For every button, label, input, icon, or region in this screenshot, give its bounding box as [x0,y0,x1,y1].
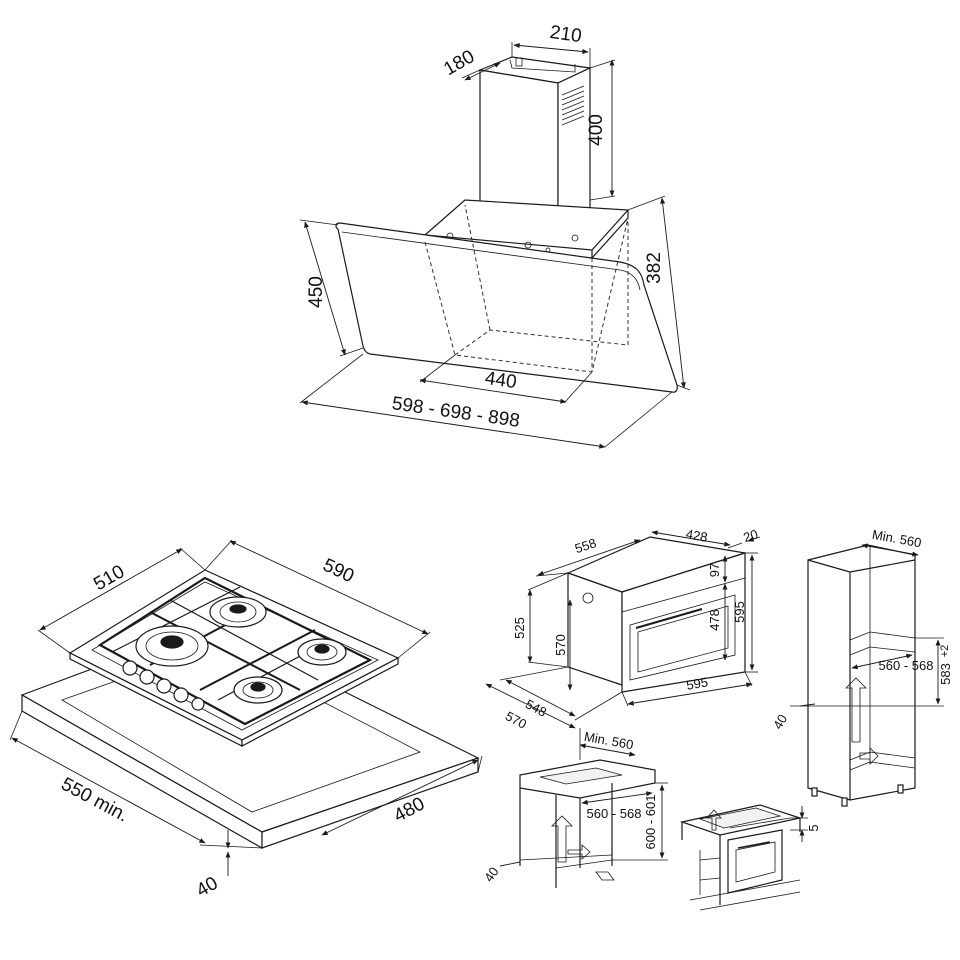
dim-97-panel-height: 97 [707,555,728,583]
burner-semi-rapid-right [297,638,347,666]
dim-560-568-niche-width: 560 - 568 [851,653,934,673]
dim-label: 595 [732,601,747,623]
dim-label: 510 [90,561,128,595]
burner-rapid [135,625,209,667]
dim-label: 560 - 568 [587,806,642,821]
hood-glass-panel [335,222,678,393]
dim-label: 525 [512,617,527,639]
burner-auxiliary [233,676,283,704]
dim-label: 440 [484,368,518,393]
dim-label: 478 [707,609,722,631]
dim-label: 550 min. [57,774,131,827]
burner-semi-rapid-back [209,596,267,628]
dim-label: 595 [685,674,709,693]
dim-600-601-niche-height: 600 - 601 [612,782,668,861]
dim-label: 558 [573,535,598,556]
dim-tolerance: +2 [939,645,951,658]
dim-440-inner-width: 440 [419,354,593,404]
dim-40-cabinet-gap: 40 [770,703,915,732]
cooker-hood-diagram: 180 210 400 382 450 [299,22,691,449]
dim-label: 570 [503,708,529,731]
dim-label: 20 [741,526,759,545]
dim-label: 600 - 601 [643,795,658,850]
dim-560-568-under-niche: 560 - 568 [581,791,653,821]
dim-382-body-height: 382 [627,195,691,391]
dim-428-oven-depth: 428 [651,526,731,547]
dim-label: 97 [707,563,722,577]
dim-525-side-height: 525 [512,572,569,668]
dim-label: Min. 560 [583,729,635,752]
dim-210-chimney-width: 210 [511,22,591,68]
hob-over-oven-diagram: 5 [679,804,821,911]
dim-label: 180 [440,46,478,80]
hood-chimney [477,56,593,225]
dim-478-door-height: 478 [707,583,728,661]
dim-400-chimney-height: 400 [586,59,616,201]
dim-595-oven-width: 595 [621,671,753,707]
dim-label: 450 [306,276,327,308]
dim-558-oven-depth: 558 [535,535,641,577]
under-counter-diagram: Min. 560 560 - 568 600 - 601 40 [481,728,668,888]
dim-40-under-gap: 40 [481,861,521,885]
dim-label: 400 [586,114,607,146]
tall-cabinet-diagram: Min. 560 560 - 568 583 +2 40 [770,527,953,807]
dim-595-oven-height: 595 [732,552,758,673]
dim-label: 210 [549,22,583,47]
dim-40-worktop-front: 40 [193,830,231,902]
dim-450-panel-height: 450 [299,219,364,357]
dim-label: 590 [320,555,358,587]
dim-label: 598 - 698 - 898 [390,393,521,432]
dim-label: 5 [806,824,821,831]
hob-control-knobs [122,660,205,711]
dim-label: 560 - 568 [879,658,934,673]
dim-label: 40 [481,864,502,884]
hood-hidden-outline [424,204,629,373]
dim-570-body-height: 570 [553,599,573,691]
dim-label: 583 [938,663,953,685]
dim-label: 40 [193,873,222,902]
dim-label: 428 [685,526,709,545]
dim-583-niche-height: 583 +2 [915,637,953,707]
dim-label: 382 [644,252,665,284]
chimney-vent-grille [561,85,585,126]
dim-label: 40 [770,712,790,732]
gas-hob-diagram: 510 590 550 min. 480 40 [9,539,483,902]
dim-min-560-worktop-depth: Min. 560 [579,728,636,760]
dim-20-front-offset: 20 [727,526,761,549]
oven-diagram: 558 428 20 97 478 595 [485,526,761,732]
dim-label: 570 [553,634,568,656]
dim-5-gap: 5 [790,806,821,842]
